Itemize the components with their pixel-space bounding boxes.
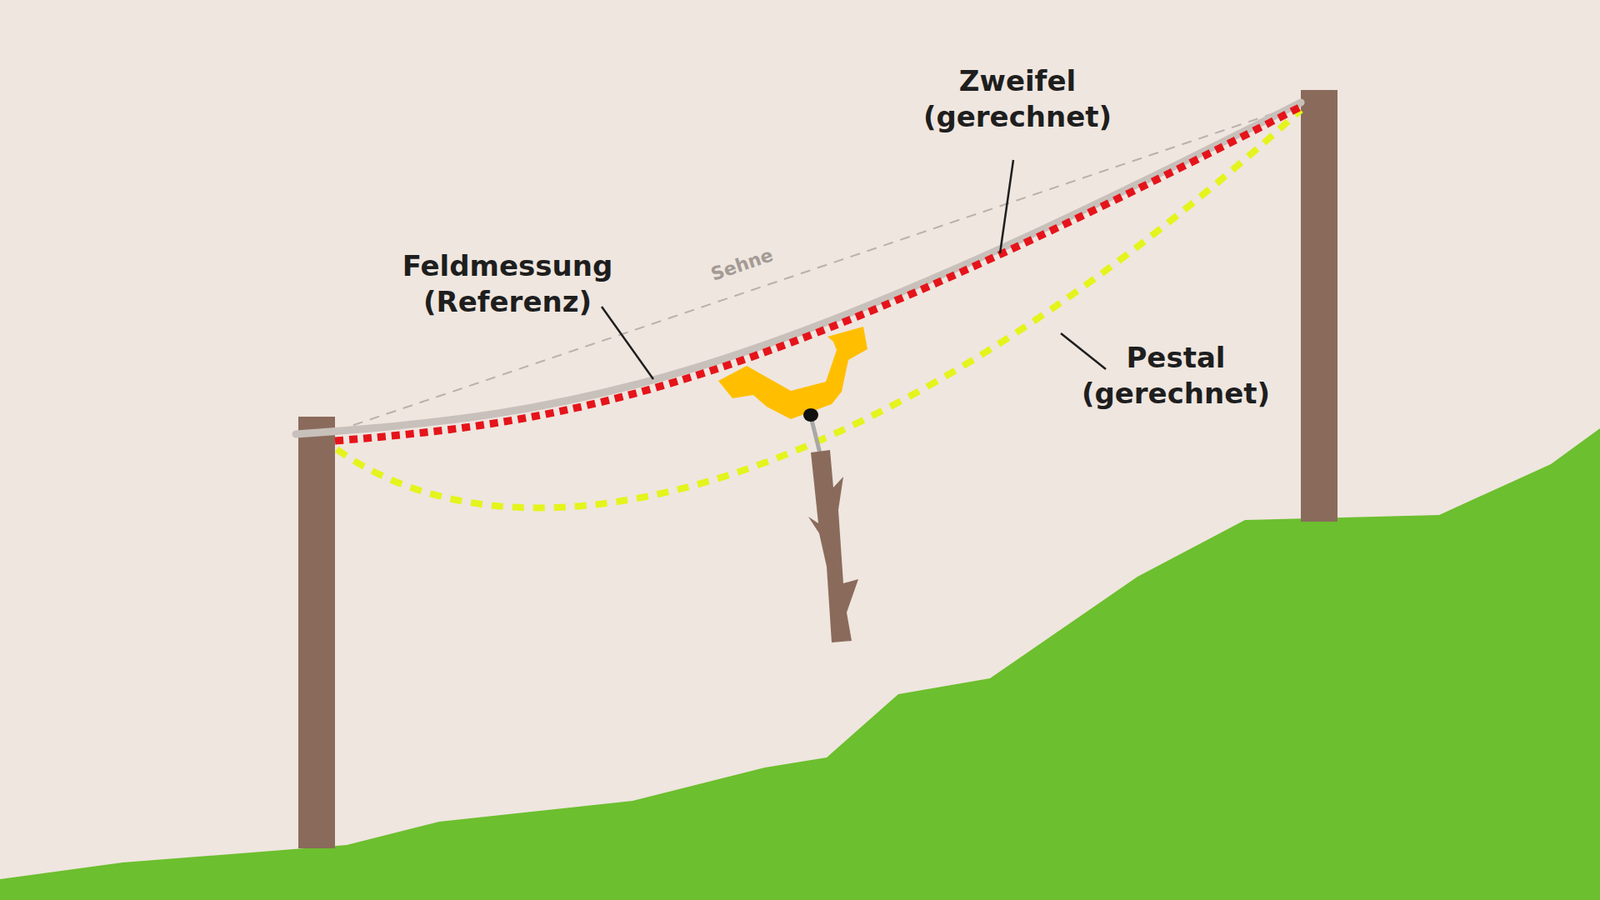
chord-label: Sehne bbox=[705, 244, 780, 286]
hill-ground bbox=[0, 428, 1600, 900]
log bbox=[808, 450, 859, 643]
zweifel-curve bbox=[335, 106, 1301, 441]
chord-line bbox=[336, 105, 1299, 431]
leader-feldmessung bbox=[601, 306, 654, 380]
measured-cable bbox=[295, 102, 1301, 435]
method-label: Zweifel (gerechnet) bbox=[923, 63, 1112, 135]
right-pole bbox=[1300, 90, 1338, 522]
leader-zweifel bbox=[1000, 160, 1014, 254]
leader-pestal bbox=[1060, 333, 1106, 370]
rope bbox=[810, 416, 821, 457]
hook bbox=[803, 408, 819, 422]
pestal-curve bbox=[336, 110, 1301, 508]
carriage bbox=[718, 326, 868, 420]
method-label: Pestal (gerechnet) bbox=[1081, 340, 1270, 412]
left-pole bbox=[298, 416, 335, 849]
reference-label: Feldmessung (Referenz) bbox=[402, 248, 614, 320]
